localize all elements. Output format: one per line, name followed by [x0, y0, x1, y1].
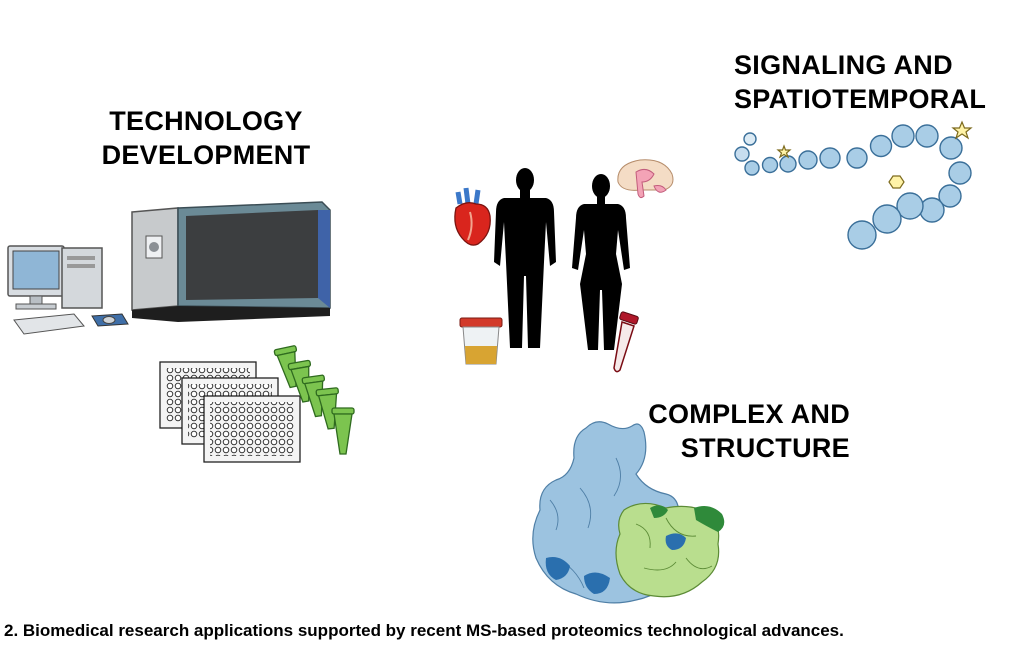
technology-development-heading: TECHNOLOGY DEVELOPMENT: [100, 104, 312, 172]
heart-icon: [454, 187, 491, 246]
signaling-spatiotemporal-heading: SIGNALING AND SPATIOTEMPORAL: [734, 48, 986, 116]
figure-caption: 2. Biomedical research applications supp…: [4, 621, 844, 640]
heading-line: DEVELOPMENT: [101, 140, 311, 170]
human-male-silhouette-icon: [494, 168, 556, 348]
well-plates-icon: [159, 361, 301, 463]
urine-sample-cup-icon: [459, 317, 503, 365]
brain-icon: [617, 159, 674, 199]
mass-spectrometer-icon: [131, 201, 331, 322]
heading-line: STRUCTURE: [680, 433, 850, 463]
heading-line: COMPLEX AND: [648, 399, 850, 429]
desktop-computer-icon: [7, 245, 129, 335]
microcentrifuge-tubes-icon: [273, 345, 355, 455]
heading-line: SIGNALING AND: [734, 50, 953, 80]
heading-line: TECHNOLOGY: [109, 106, 303, 136]
human-female-silhouette-icon: [572, 174, 630, 350]
protein-complex-surface-icon: [532, 421, 725, 604]
peptide-chain-icon: [734, 120, 973, 250]
blood-tube-icon: [613, 311, 639, 373]
complex-structure-heading: COMPLEX AND STRUCTURE: [640, 397, 850, 465]
heading-line: SPATIOTEMPORAL: [734, 84, 987, 114]
